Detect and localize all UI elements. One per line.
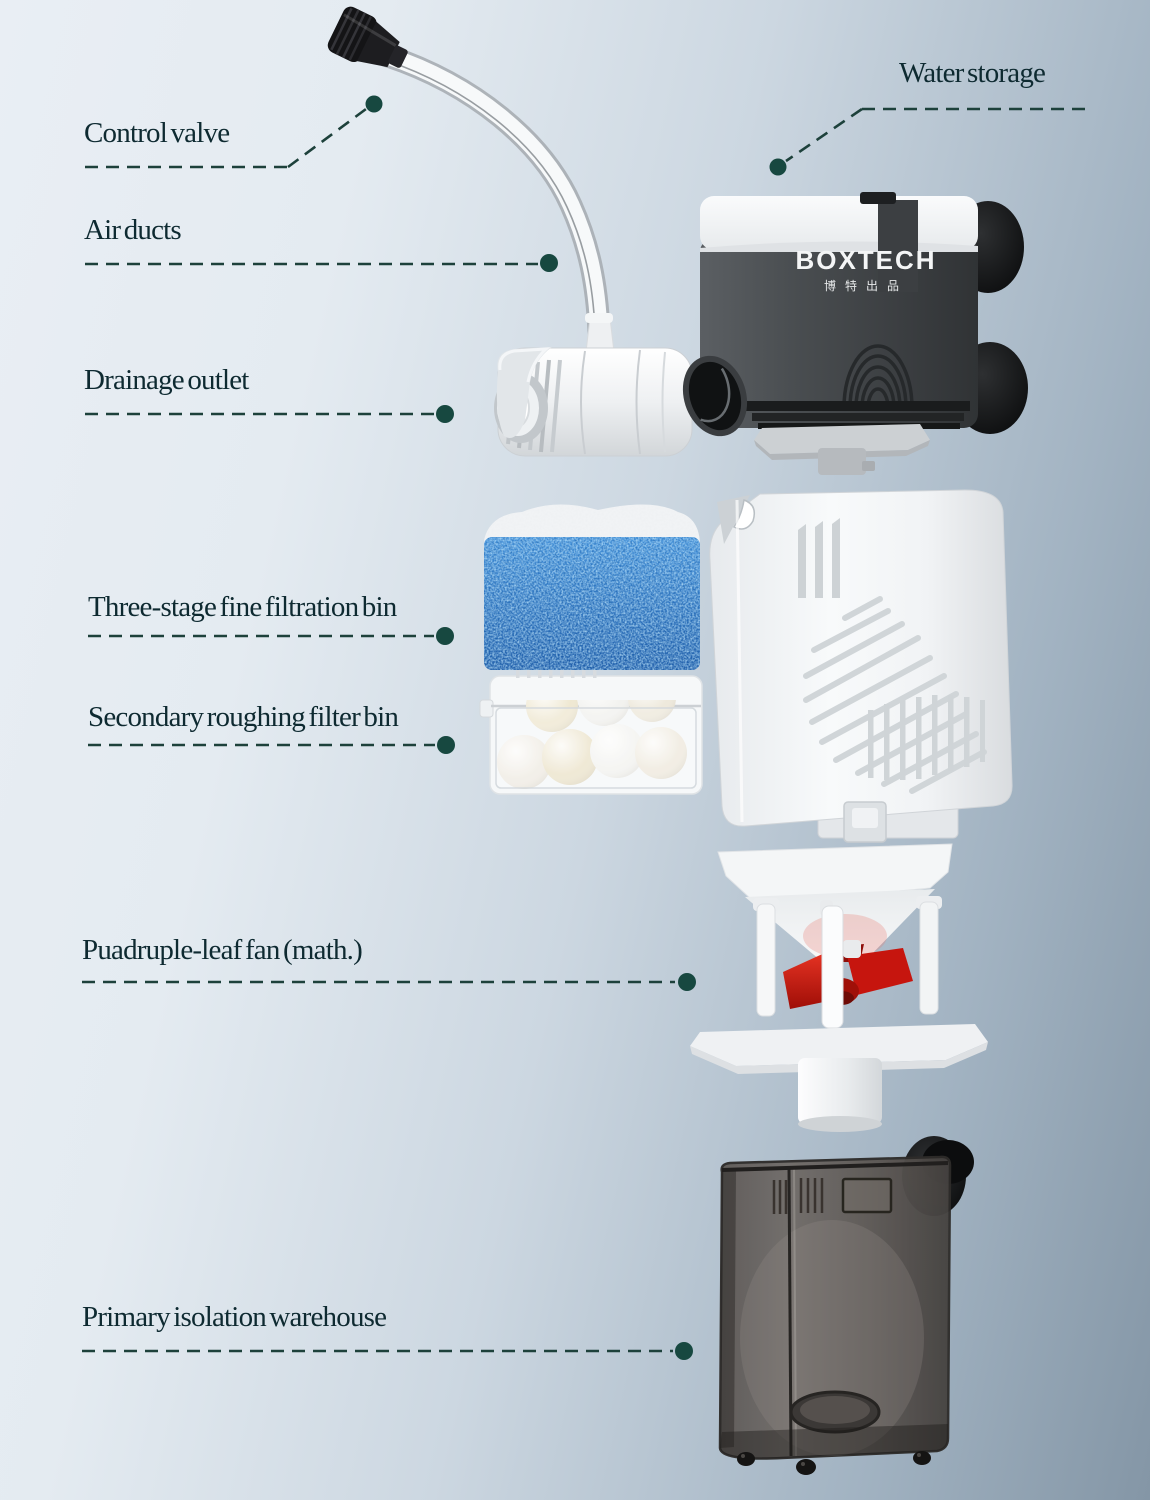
control-valve-image xyxy=(327,6,408,68)
pump-arch-ribs xyxy=(842,344,914,409)
pump-image: BOXTECH 博特出品 xyxy=(682,192,1028,475)
ceramic-balls xyxy=(497,700,687,789)
label-quadruple-leaf-fan: Puadruple-leaf fan (math.) xyxy=(82,934,363,966)
connector-dots xyxy=(365,95,787,1360)
ball-box-lid-ticks xyxy=(516,670,597,678)
connector-water-storage xyxy=(785,107,1085,163)
housing-top-vents xyxy=(798,518,840,598)
impeller-assembly-image xyxy=(690,843,988,1132)
housing-bottom-vents xyxy=(868,695,985,780)
sponge-image xyxy=(484,504,700,670)
label-air-ducts: Air ducts xyxy=(84,214,182,246)
pump-intake xyxy=(682,355,748,437)
label-primary-isolation: Primary isolation warehouse xyxy=(82,1301,387,1333)
chamber-feet xyxy=(737,1451,931,1475)
air-tube-image xyxy=(376,44,611,344)
label-water-storage: Water storage xyxy=(899,57,1046,89)
ceramic-ball-box-image xyxy=(479,670,703,795)
label-drainage-outlet: Drainage outlet xyxy=(84,364,249,396)
connector-control-valve xyxy=(85,107,367,169)
impeller-pillars xyxy=(753,896,942,1029)
boxtech-logo-subtext: 博特出品 xyxy=(824,278,908,293)
filter-housing-image xyxy=(709,489,1013,843)
isolation-chamber-image xyxy=(718,1136,974,1475)
chamber-top-slots xyxy=(772,1177,893,1214)
label-secondary-roughing: Secondary roughing filter bin xyxy=(88,701,399,733)
drainage-outlet-image xyxy=(494,313,693,457)
connectors xyxy=(82,107,1085,1353)
label-control-valve: Control valve xyxy=(84,117,230,149)
boxtech-logo: BOXTECH xyxy=(795,245,936,275)
label-three-stage-filtration: Three-stage fine filtration bin xyxy=(88,591,397,623)
